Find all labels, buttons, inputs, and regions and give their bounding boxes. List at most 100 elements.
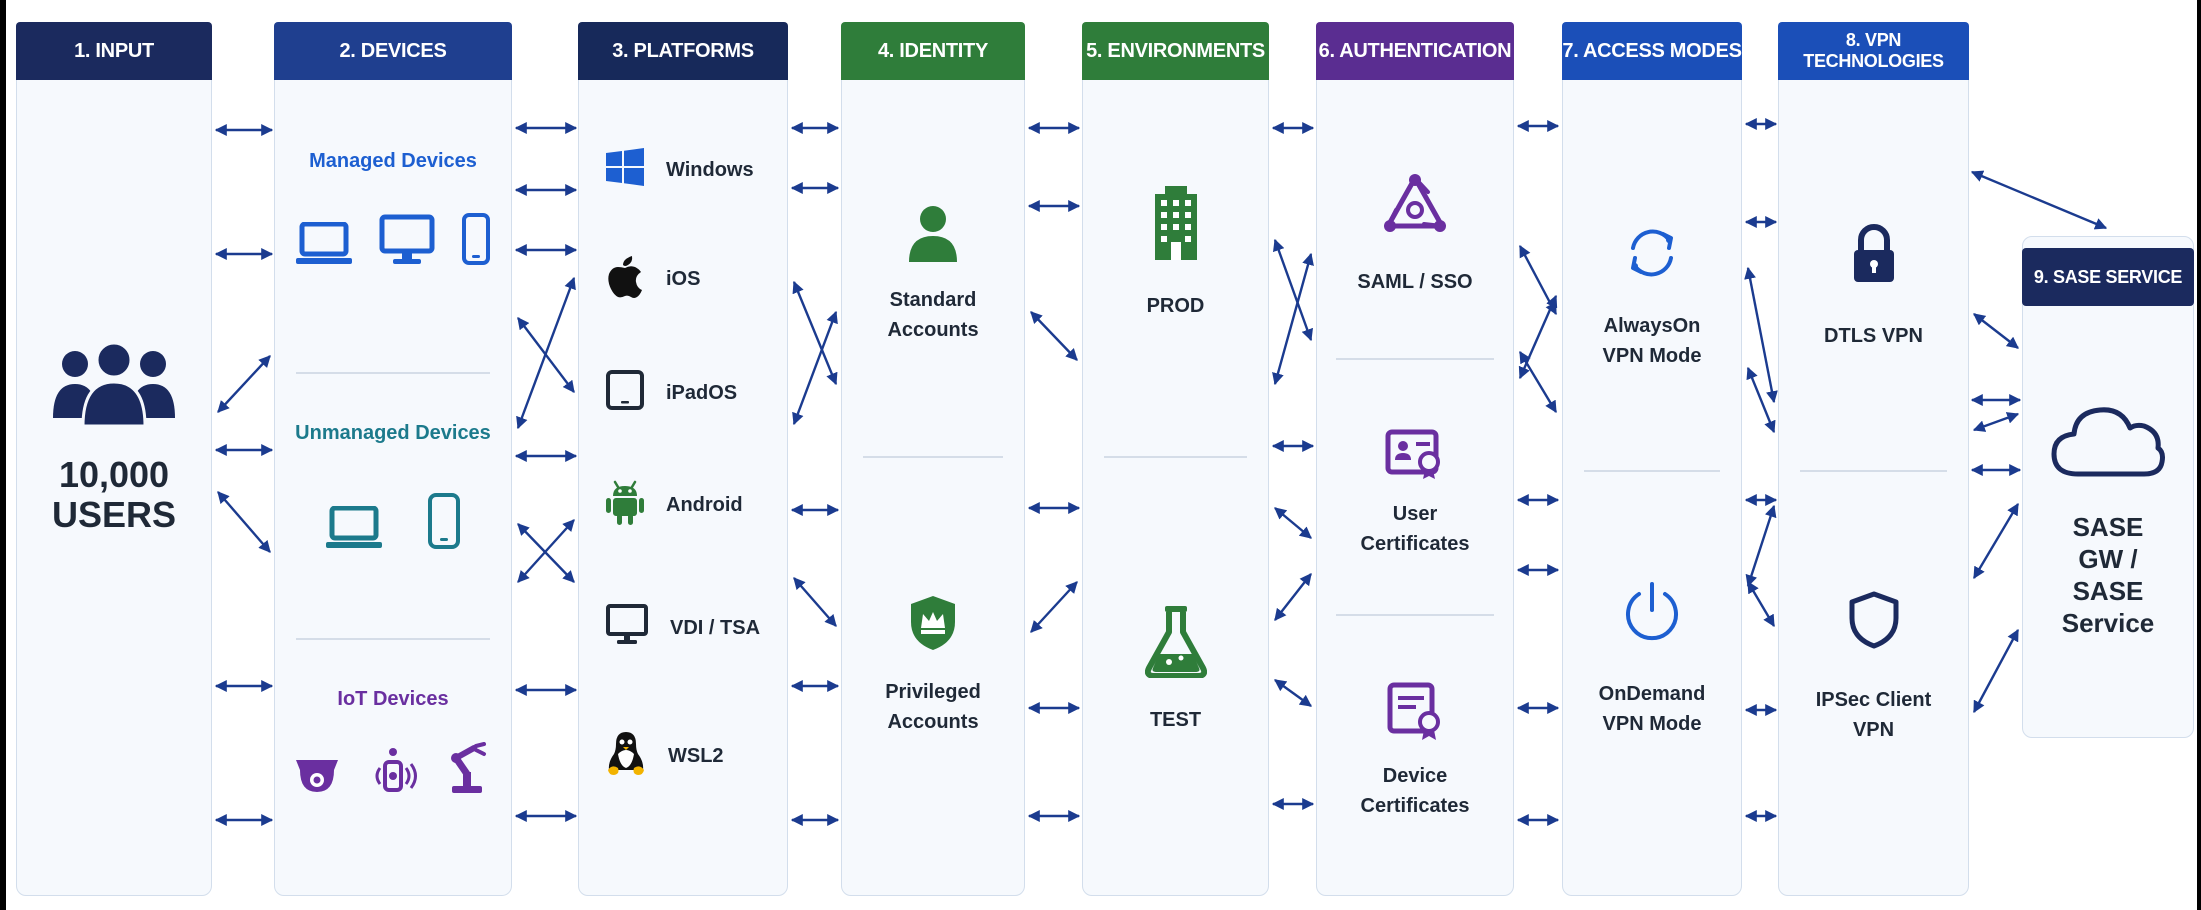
vpn-ipsec-label: IPSec Client	[1815, 689, 1932, 711]
auth-device-certs-label: Device	[1382, 765, 1448, 787]
arrow	[217, 491, 271, 553]
platform-wsl2: WSL2	[606, 730, 724, 781]
column-vpn	[1778, 28, 1969, 896]
monitor-icon	[606, 604, 648, 651]
robot-arm-icon	[444, 742, 494, 799]
saml-triangle-icon	[1382, 172, 1448, 241]
privileged-accounts: Privileged Accounts	[841, 594, 1025, 737]
apple-icon	[606, 254, 644, 303]
privileged-accounts-label: Accounts	[887, 711, 979, 733]
platform-label: WSL2	[668, 744, 724, 767]
column-authentication	[1316, 28, 1514, 896]
cloud-icon	[2050, 402, 2166, 483]
arrow	[1972, 412, 2020, 432]
arrow	[1518, 350, 1558, 414]
mode-ondemand-label: OnDemand	[1598, 683, 1706, 705]
users-group-icon	[49, 340, 179, 431]
platform-label: Android	[666, 493, 743, 516]
sensor-icon	[368, 744, 418, 799]
laptop-icon	[325, 505, 383, 555]
monitor-icon	[379, 214, 435, 271]
platform-label: Windows	[666, 158, 754, 181]
platform-vdi: VDI / TSA	[606, 604, 760, 651]
separator	[1336, 358, 1494, 360]
platform-label: VDI / TSA	[670, 616, 761, 639]
arrow	[1274, 507, 1312, 539]
managed-devices: Managed Devices	[274, 148, 512, 271]
header-access-modes: 7. ACCESS MODES	[1562, 22, 1742, 80]
laptop-icon	[295, 221, 353, 271]
sase-label: Service	[2061, 608, 2155, 638]
arrow	[516, 276, 576, 430]
platform-windows: Windows	[606, 148, 754, 191]
header-authentication: 6. AUTHENTICATION	[1316, 22, 1514, 80]
diagram-canvas: 1. INPUT 2. DEVICES 3. PLATFORMS 4. IDEN…	[6, 0, 2197, 910]
sase-label: SASE	[2072, 512, 2144, 542]
phone-icon	[461, 212, 491, 271]
arrow	[1273, 238, 1313, 342]
header-sase: 9. SASE SERVICE	[2022, 248, 2194, 306]
arrow	[1972, 502, 2020, 580]
auth-user-certs: User Certificates	[1316, 426, 1514, 559]
separator	[296, 372, 490, 374]
arrow	[1973, 313, 2019, 349]
power-icon	[1621, 580, 1683, 647]
auth-saml-label: SAML / SSO	[1357, 271, 1473, 293]
linux-icon	[606, 730, 646, 781]
platform-label: iOS	[666, 267, 701, 290]
env-prod: PROD	[1082, 184, 1269, 321]
separator	[1336, 614, 1494, 616]
unmanaged-devices-label: Unmanaged Devices	[295, 422, 491, 444]
separator	[1584, 470, 1720, 472]
header-vpn: 8. VPN TECHNOLOGIES	[1778, 22, 1969, 80]
arrow	[1518, 244, 1558, 316]
vpn-dtls: DTLS VPN	[1778, 224, 1969, 351]
platform-ios: iOS	[606, 254, 700, 303]
auth-user-certs-label: Certificates	[1360, 533, 1470, 555]
arrow	[1518, 294, 1558, 380]
flask-icon	[1144, 604, 1207, 683]
platform-android: Android	[606, 478, 743, 531]
mode-alwayson-label: VPN Mode	[1602, 345, 1702, 367]
arrow	[1745, 504, 1777, 588]
users-count: 10,000	[58, 454, 170, 495]
user-icon	[907, 204, 959, 267]
column-access-modes	[1562, 28, 1742, 896]
arrow	[1272, 252, 1314, 386]
separator	[296, 638, 490, 640]
arrow	[1972, 628, 2020, 714]
auth-device-certs: Device Certificates	[1316, 682, 1514, 821]
arrow	[1746, 580, 1776, 628]
standard-accounts-label: Accounts	[887, 319, 979, 341]
sase-service: SASE GW / SASE Service	[2022, 402, 2194, 639]
sase-label: SASE	[2072, 576, 2144, 606]
arrow	[1030, 311, 1078, 361]
certificate-icon	[1387, 682, 1443, 747]
standard-accounts-label: Standard	[889, 289, 977, 311]
header-devices: 2. DEVICES	[274, 22, 512, 80]
arrow	[517, 519, 575, 583]
arrow	[1274, 573, 1312, 621]
mode-ondemand-label: VPN Mode	[1602, 713, 1702, 735]
phone-icon	[427, 492, 461, 555]
env-prod-label: PROD	[1146, 295, 1205, 317]
iot-devices: IoT Devices	[274, 686, 512, 799]
arrow	[1970, 170, 2108, 230]
vpn-ipsec: IPSec Client VPN	[1778, 590, 1969, 745]
platform-ipados: iPadOS	[606, 370, 737, 415]
header-identity: 4. IDENTITY	[841, 22, 1025, 80]
building-icon	[1151, 184, 1201, 267]
iot-devices-label: IoT Devices	[337, 688, 449, 710]
column-input	[16, 28, 212, 896]
separator	[863, 456, 1003, 458]
column-environments	[1082, 28, 1269, 896]
auth-device-certs-label: Certificates	[1360, 795, 1470, 817]
users-block: 10,000 USERS	[16, 340, 212, 535]
arrow	[217, 355, 271, 413]
arrow	[1744, 266, 1778, 404]
id-card-icon	[1385, 426, 1445, 485]
separator	[1104, 456, 1247, 458]
standard-accounts: Standard Accounts	[841, 204, 1025, 345]
users-label: USERS	[51, 494, 177, 535]
sync-icon	[1623, 224, 1681, 287]
